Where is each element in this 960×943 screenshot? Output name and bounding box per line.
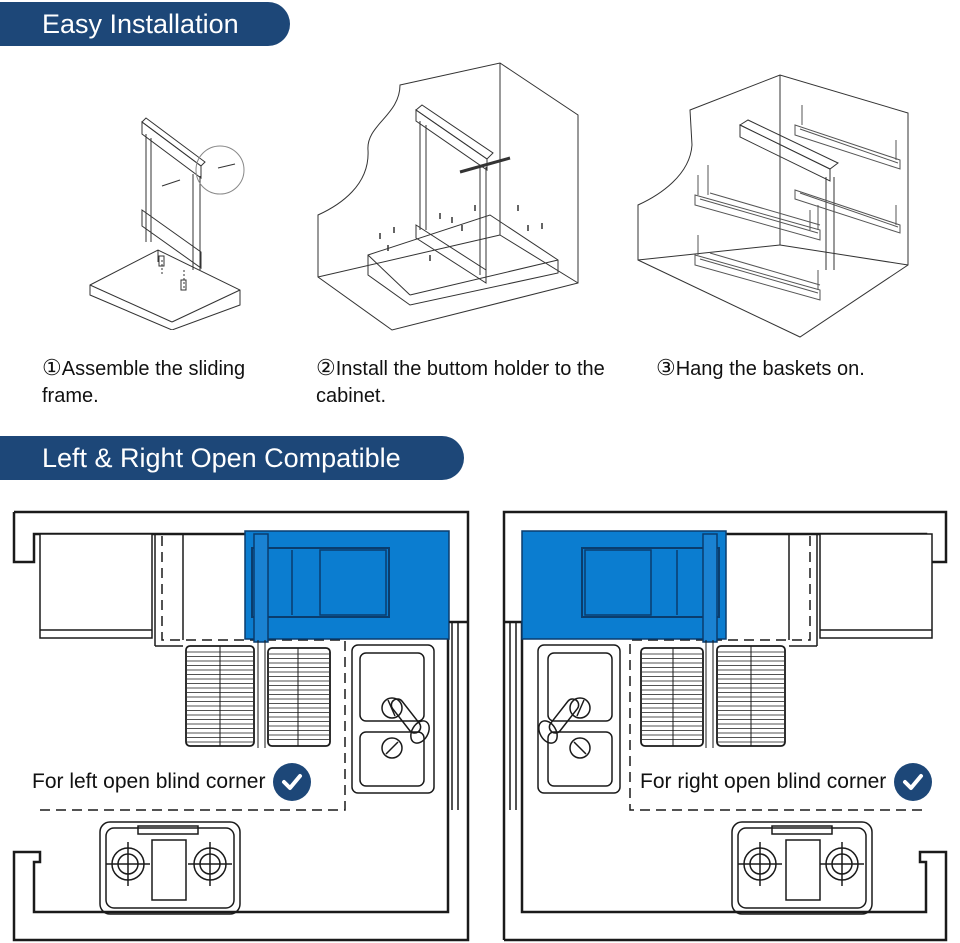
bottom-holder-illustration: [317, 62, 579, 331]
step-text: Hang the baskets on.: [675, 358, 865, 380]
check-circle-icon: [273, 763, 312, 801]
step-number: ③: [656, 355, 676, 380]
caption-text: For right open blind corner: [640, 770, 887, 793]
stove: [99, 821, 241, 915]
baskets-illustration: [637, 74, 909, 338]
step-number: ①: [42, 355, 62, 380]
step-1: ①Assemble the sliding frame.: [42, 354, 292, 410]
pullout-basket-left: [185, 640, 331, 748]
step-2: ②Install the buttom holder to the cabine…: [316, 354, 606, 410]
step-3: ③Hang the baskets on.: [656, 354, 946, 383]
section-title: Easy Installation: [42, 8, 239, 39]
right-open-caption: For right open blind corner: [640, 763, 933, 801]
check-circle-icon: [894, 763, 933, 801]
sink: [351, 644, 435, 794]
blind-corner-cabinet: [521, 530, 727, 643]
pullout-basket-right: [640, 640, 786, 748]
step-text: Install the buttom holder to the cabinet…: [316, 358, 605, 407]
left-open-floor-plan: [12, 510, 470, 942]
sliding-frame-illustration: [89, 117, 245, 330]
step-number: ②: [316, 355, 336, 380]
compatibility-banner: Left & Right Open Compatible: [0, 436, 464, 480]
left-open-caption: For left open blind corner: [32, 763, 312, 801]
sink: [537, 644, 621, 794]
easy-installation-banner: Easy Installation: [0, 2, 290, 46]
stove: [731, 821, 873, 915]
caption-text: For left open blind corner: [32, 770, 266, 793]
step-text: Assemble the sliding frame.: [42, 358, 246, 407]
right-open-floor-plan: [502, 510, 948, 942]
blind-corner-cabinet: [244, 530, 450, 643]
section-title: Left & Right Open Compatible: [42, 442, 401, 473]
